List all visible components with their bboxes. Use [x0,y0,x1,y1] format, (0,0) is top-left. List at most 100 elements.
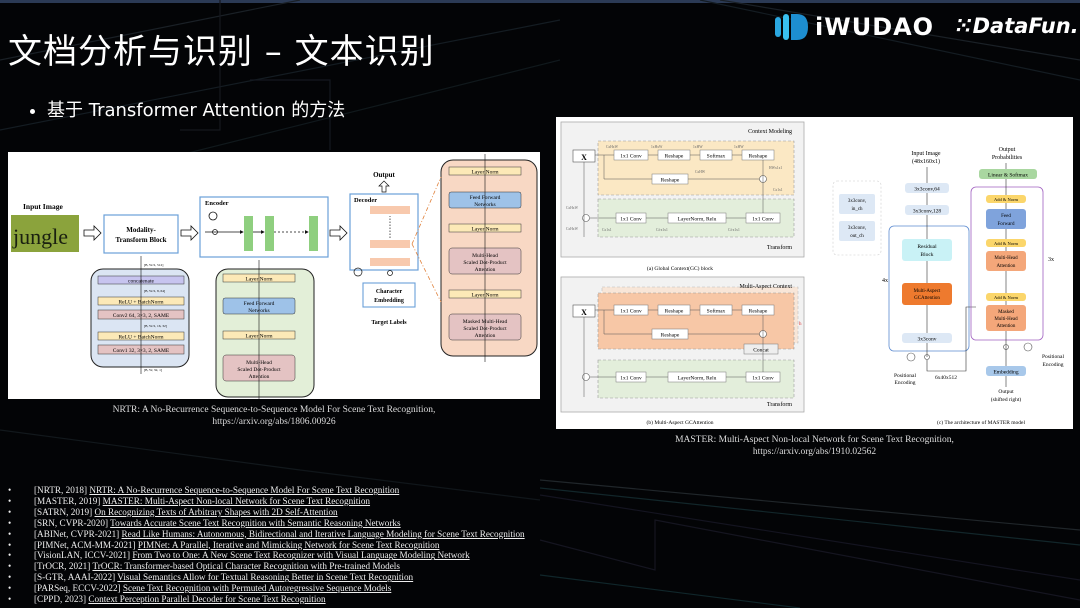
conv128-label: 3x3conv,128 [913,209,941,215]
magca-label: GCAttention [914,296,940,301]
conv3-label: 3x3conv [918,337,937,343]
dim-label: [B, W/2, 16, 32] [144,324,167,329]
output-probs-label: Output [999,147,1016,153]
dim-label: CxHxW [566,206,579,210]
conv-label: 1x1 Conv [620,309,642,315]
pos-enc-label: Positional [894,373,916,379]
reference-item: •[SATRN, 2019] On Recognizing Texts of A… [8,507,525,518]
bullet-dot-icon [30,108,35,114]
pos-enc-label: Encoding [1042,362,1063,368]
master-diagram: Context Modeling Transform X 1x1 Conv Re… [560,121,1064,426]
layer-norm-label: Layer Norm [471,227,499,233]
reference-tag: [VisionLAN, ICCV-2021] [34,550,131,561]
reference-item: •[CPPD, 2023] Context Perception Paralle… [8,594,525,605]
dim-label: [B, W/2, 512] [144,263,163,268]
x-label: X [581,308,587,317]
conv64-label: 3x3conv,64 [914,187,940,193]
layer-norm-label: Layer Norm [471,293,499,299]
arrow-icon [83,225,102,241]
masked-mha-label: Attention [997,324,1016,329]
reference-link[interactable]: NRTR: A No-Recurrence Sequence-to-Sequen… [89,485,400,495]
reference-item: • [MASTER, 2019] MASTER: Multi-Aspect Non… [8,496,525,507]
reshape-label: Reshape [661,333,680,339]
bullet-icon: • [8,572,12,583]
conv-label: 1x1 Conv [620,376,642,382]
reshape-label: Reshape [749,309,768,315]
reference-link[interactable]: Scene Text Recognition with Permuted Aut… [122,583,392,594]
input-image-label: Input Image [911,151,940,157]
ff-label: Forward [998,222,1015,227]
nrtr-caption-title: NRTR: A No-Recurrence Sequence-to-Sequen… [112,405,436,415]
conv-label: 1x1 Conv [620,217,642,223]
encoder-label: Encoder [205,200,229,207]
reference-item: • [NRTR, 2018] NRTR: A No-Recurrence Sequ… [8,485,525,496]
embedding-label: Embedding [993,370,1019,376]
conv2-label: Conv2 64, 3×3, 2, SAME [113,313,170,319]
dim-label: [B, W/2, 8, 64] [144,289,165,294]
char-embedding-label: Character [376,289,403,295]
mtb-label: Transform Block [115,236,166,244]
bullet-icon: • [8,528,12,539]
bullet-icon: • [8,485,12,495]
feat-dim-label: 6x40x512 [935,375,957,381]
relu-bn-label: ReLU + BatchNorm [119,335,165,341]
decoder-label: Decoder [354,197,377,204]
dim-label: Cx1x1 [773,188,783,192]
iwudao-wordmark: iWUDAO [815,13,935,41]
conv-label: 1x1 Conv [752,376,774,382]
add-norm-label: Add & Norm [994,241,1018,246]
reference-link[interactable]: Towards Accurate Scene Text Recognition … [110,517,401,528]
res-out-label: out_ch [850,234,864,239]
input-image-label: Input Image [23,202,63,211]
master-caption: MASTER: Multi-Aspect Non-local Network f… [556,434,1073,458]
reference-link[interactable]: TrOCR: Transformer-based Optical Charact… [92,561,400,572]
master-caption-url[interactable]: https://arxiv.org/abs/1910.02562 [752,447,877,457]
nrtr-caption-url[interactable]: https://arxiv.org/abs/1806.00926 [212,417,336,427]
reference-tag: [S-GTR, AAAI-2022] [34,572,116,583]
reference-link[interactable]: On Recognizing Texts of Arbitrary Shapes… [94,506,338,517]
concat-label: Concat [753,348,769,354]
reference-link[interactable]: Context Perception Parallel Decoder for … [88,594,326,605]
char-embedding-label: Embedding [374,298,404,304]
ff-label: Feed [1001,214,1011,219]
reference-link[interactable]: Read Like Humans: Autonomous, Bidirectio… [121,528,525,539]
pos-enc-label: Positional [1042,354,1064,360]
bullet-icon: • [8,517,12,528]
arch-caption: (c) The architecture of MASTER model [937,419,1025,426]
reference-link[interactable]: Visual Semantics Allow for Textual Reaso… [117,572,414,583]
bullet-icon: • [8,495,12,506]
reference-tag: [NRTR, 2018] [34,485,88,495]
datafun-logo: ⁙DataFun. [955,14,1079,38]
reference-tag: [MASTER, 2019] [34,495,101,506]
dim-label: C/rx1x1 [728,228,740,232]
reference-link[interactable]: From Two to One: A New Scene Text Recogn… [132,550,470,561]
layer-norm-label: Layer Norm [245,277,273,283]
reference-item: •[PIMNet, ACM-MM-2021] PIMNet: A Paralle… [8,540,525,551]
conv-label: 1x1 Conv [620,154,642,160]
reference-tag: [CPPD, 2023] [34,594,87,605]
reference-link[interactable]: MASTER: Multi-Aspect Non-local Network f… [102,495,371,506]
dim-label: 1xHW [734,145,744,149]
mha-label: Attention [997,264,1016,269]
gc-caption: (a) Global Context(GC) block [647,265,713,272]
x-label: X [581,153,587,162]
mtb-label: Modality- [126,226,156,234]
h-label: h [799,322,802,327]
res-out-label: 3x3conv, [848,226,866,231]
dim-label: C/rx1x1 [656,228,668,232]
linear-softmax-label: Linear & Softmax [988,172,1028,179]
reference-link[interactable]: PIMNet: A Parallel, Iterative and Mimick… [137,539,440,550]
iwudao-mark-icon [775,14,808,40]
magc-caption: (b) Multi-Aspect GCAttention [647,419,714,426]
conv1-label: Conv1 32, 3×3, 2, SAME [113,348,170,354]
transform-label: Transform [767,244,792,251]
mha-label: Multi-Head [994,256,1018,261]
reshape-label: Reshape [661,178,680,184]
bullet-icon: • [8,506,12,517]
pos-enc-label: Encoding [894,380,915,386]
add-norm-label: Add & Norm [994,295,1018,300]
dim-label: 1xHxW [651,145,663,149]
dim-label: 1xHW [693,145,703,149]
dim-label: CxHxW [566,227,579,231]
reference-tag: [SRN, CVPR-2020] [34,517,109,528]
